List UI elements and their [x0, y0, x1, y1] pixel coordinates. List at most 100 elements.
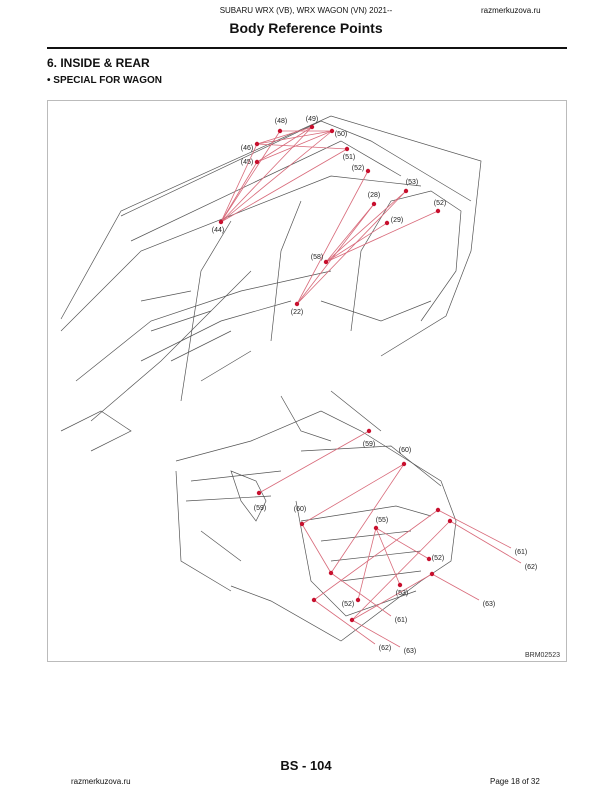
reference-point [329, 128, 335, 134]
reference-point-label: (59) [254, 505, 266, 512]
measurement-line [220, 143, 258, 223]
reference-point [256, 490, 262, 496]
measurement-line [256, 126, 313, 163]
measurement-line [325, 210, 439, 263]
measurement-line [220, 126, 313, 223]
measurement-line [256, 126, 313, 145]
reference-point [397, 582, 403, 588]
reference-point-label: (51) [343, 154, 355, 161]
body-outline [300, 445, 442, 487]
body-outline [320, 530, 422, 582]
reference-point-label: (58) [311, 254, 323, 261]
figure-code: BRM02523 [524, 652, 560, 659]
body-outline [60, 115, 482, 357]
reference-point [277, 128, 283, 134]
reference-point-label: (46) [241, 145, 253, 152]
body-outline [140, 290, 252, 382]
body-outline [60, 410, 132, 452]
body-outline [180, 220, 232, 402]
body-outline [185, 470, 282, 562]
reference-point-label: (60) [399, 447, 411, 454]
section-heading: 6. INSIDE & REAR [47, 56, 150, 70]
body-outline [175, 470, 232, 592]
body-outline [330, 390, 382, 432]
reference-point [355, 597, 361, 603]
measurement-line [351, 573, 433, 621]
body-outline [120, 120, 472, 217]
reference-point-label: (50) [335, 131, 347, 138]
reference-point [254, 159, 260, 165]
measurement-line [330, 463, 405, 574]
reference-point [349, 617, 355, 623]
measurement-line [220, 161, 258, 223]
reference-point-label: (63) [483, 601, 495, 608]
reference-point-label: (45) [241, 159, 253, 166]
footer-site: razmerkuzova.ru [71, 777, 131, 786]
reference-point [311, 597, 317, 603]
measurement-line [357, 527, 377, 601]
page-number: Page 18 of 32 [490, 777, 540, 786]
body-outline [130, 140, 402, 242]
reference-point [254, 141, 260, 147]
diagram-canvas: (48)(49)(50)(46)(51)(45)(52)(44)(53)(28)… [60, 115, 537, 655]
reference-point-label: (29) [391, 217, 403, 224]
measurement-line [256, 143, 348, 150]
reference-point [429, 571, 435, 577]
header-model: SUBARU WRX (VB), WRX WAGON (VN) 2021-- [219, 6, 393, 15]
measurement-line [325, 203, 375, 263]
section-subheading: • SPECIAL FOR WAGON [47, 75, 162, 86]
measurement-line [325, 190, 407, 263]
reference-point-label: (52) [342, 601, 354, 608]
reference-point [294, 301, 300, 307]
reference-point-label: (62) [379, 645, 391, 652]
reference-point-label: (62) [525, 564, 537, 571]
reference-point [299, 521, 305, 527]
body-outline [90, 270, 252, 422]
reference-point-label: (53) [406, 179, 418, 186]
leader-line [449, 520, 522, 564]
page-code: BS - 104 [280, 758, 332, 773]
reference-point [365, 168, 371, 174]
measurement-line [296, 170, 369, 305]
reference-point-label: (55) [376, 517, 388, 524]
reference-point [309, 124, 315, 130]
measurement-line [296, 190, 407, 305]
reference-point [218, 219, 224, 225]
body-outline [350, 190, 462, 332]
body-reference-diagram: (48)(49)(50)(46)(51)(45)(52)(44)(53)(28)… [47, 100, 567, 662]
reference-point [371, 201, 377, 207]
body-outline [175, 410, 457, 642]
measurement-line [351, 520, 451, 621]
reference-point [373, 525, 379, 531]
body-outline [230, 470, 267, 522]
body-outline [270, 200, 302, 342]
body-outline [300, 505, 432, 522]
header-site: razmerkuzova.ru [481, 6, 541, 15]
measurement-line [220, 130, 333, 223]
measurement-line [256, 130, 333, 145]
reference-point [323, 259, 329, 265]
reference-point-label: (52) [432, 555, 444, 562]
reference-point-label: (22) [291, 309, 303, 316]
title-divider [47, 47, 567, 49]
measurement-line [301, 463, 405, 525]
reference-point-label: (49) [306, 116, 318, 123]
measurement-line [258, 430, 370, 494]
reference-point [435, 507, 441, 513]
body-outline [280, 395, 332, 442]
reference-point [435, 208, 441, 214]
reference-point [426, 556, 432, 562]
reference-point-label: (48) [275, 118, 287, 125]
body-outline [60, 175, 422, 332]
reference-point-label: (44) [212, 227, 224, 234]
reference-point [384, 220, 390, 226]
reference-point [344, 146, 350, 152]
leader-line [313, 599, 376, 645]
reference-point-label: (63) [404, 648, 416, 655]
measurement-line [313, 509, 439, 601]
reference-point-label: (52) [434, 200, 446, 207]
measurement-line [256, 130, 333, 163]
reference-point [447, 518, 453, 524]
reference-point [328, 570, 334, 576]
reference-point-label: (53) [396, 590, 408, 597]
